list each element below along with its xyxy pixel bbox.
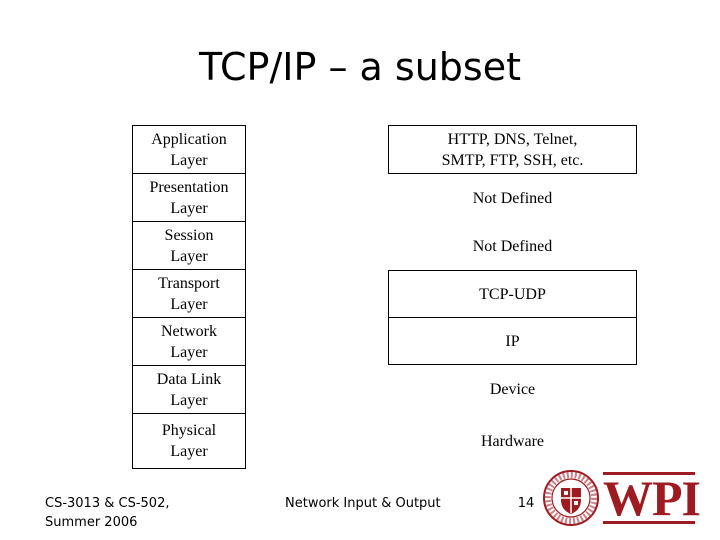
wpi-logo: WPI (543, 470, 701, 526)
osi-layer-line2: Layer (170, 151, 208, 169)
tcpip-presentation-cell: Not Defined (388, 174, 637, 222)
footer-course-line1: CS-3013 & CS-502, (45, 496, 170, 511)
tcpip-label: Not Defined (472, 237, 553, 255)
osi-layer-line1: Physical (161, 422, 217, 439)
osi-layer-line2: Layer (170, 343, 208, 361)
tcpip-label: TCP-UDP (479, 285, 546, 303)
osi-layer-line1: Transport (158, 274, 220, 292)
tcpip-data-link-cell: Device (388, 365, 637, 413)
tcpip-application-box: HTTP, DNS, Telnet, SMTP, FTP, SSH, etc. (388, 125, 637, 174)
footer-course: CS-3013 & CS-502, Summer 2006 (45, 494, 169, 532)
osi-layer-line2: Layer (170, 295, 208, 313)
page-number: 14 (517, 496, 535, 511)
osi-layer-line2: Layer (170, 443, 208, 460)
osi-layer-line2: Layer (170, 391, 208, 409)
tcpip-physical-cell: Hardware (388, 413, 637, 469)
tcpip-label: Hardware (480, 432, 545, 450)
footer-course-line2: Summer 2006 (45, 515, 138, 530)
tcpip-column: HTTP, DNS, Telnet, SMTP, FTP, SSH, etc. N… (388, 125, 637, 469)
osi-layer-line1: Data Link (156, 370, 222, 388)
tcpip-network-box: IP (388, 318, 637, 365)
osi-layer-line1: Session (164, 226, 214, 244)
osi-layer-line2: Layer (170, 247, 208, 265)
wpi-wordmark: WPI (603, 470, 701, 526)
tcpip-session-cell: Not Defined (388, 222, 637, 270)
tcpip-label: HTTP, DNS, Telnet, SMTP, FTP, SSH, etc. (442, 129, 584, 171)
osi-layer-line1: Presentation (149, 178, 229, 196)
tcpip-transport-box: TCP-UDP (388, 270, 637, 318)
logo-rule-bottom (603, 521, 695, 524)
tcpip-line2: SMTP, FTP, SSH, etc. (441, 151, 584, 169)
logo-rule-top (603, 472, 695, 475)
footer-topic: Network Input & Output (285, 496, 441, 511)
tcpip-label: IP (505, 332, 520, 350)
slide-title: TCP/IP – a subset (199, 45, 521, 89)
tcpip-label: Not Defined (472, 189, 553, 207)
tcpip-line1: HTTP, DNS, Telnet, (447, 130, 578, 148)
wpi-seal-icon (543, 470, 599, 526)
tcpip-label: Device (489, 380, 536, 398)
osi-layer-line1: Network (161, 322, 217, 340)
osi-layer-line2: Layer (170, 199, 208, 217)
osi-layer-line1: Application (151, 130, 227, 148)
